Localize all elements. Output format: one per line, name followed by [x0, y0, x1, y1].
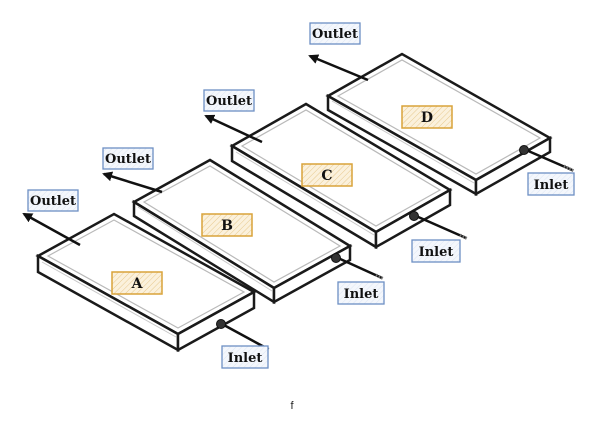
unit-b: B Outlet Inlet	[102, 147, 385, 305]
unit-b-outlet-label: Outlet	[102, 147, 154, 170]
unit-c-tag: C	[301, 163, 353, 187]
unit-c: C Outlet Inlet	[203, 89, 469, 263]
unit-d-inlet-label: Inlet	[527, 172, 575, 196]
unit-a-outlet-label: Outlet	[27, 189, 79, 212]
svg-text:Inlet: Inlet	[419, 245, 454, 260]
svg-text:Outlet: Outlet	[105, 152, 151, 167]
unit-a-tag: A	[111, 271, 163, 295]
footer-mark: f	[290, 400, 294, 412]
svg-text:Inlet: Inlet	[228, 351, 263, 366]
unit-a-inlet-pipe-icon	[216, 319, 271, 352]
unit-d-inlet-pipe-icon	[519, 145, 575, 173]
unit-b-inlet-label: Inlet	[337, 281, 385, 305]
svg-text:Inlet: Inlet	[344, 287, 379, 302]
unit-d: D Outlet Inlet	[308, 22, 575, 197]
unit-d-tag: D	[401, 105, 453, 129]
unit-c-letter: C	[321, 168, 332, 184]
unit-c-outlet-arrow-icon	[204, 114, 263, 144]
svg-text:Inlet: Inlet	[534, 178, 569, 193]
unit-d-outlet-arrow-icon	[308, 54, 369, 82]
unit-a: A Outlet Inlet	[22, 189, 271, 369]
unit-d-letter: D	[421, 110, 433, 126]
unit-a-outlet-arrow-icon	[22, 212, 81, 247]
svg-text:Outlet: Outlet	[30, 194, 76, 209]
unit-c-inlet-pipe-icon	[409, 211, 469, 241]
unit-a-letter: A	[131, 276, 144, 292]
unit-c-inlet-label: Inlet	[411, 239, 461, 263]
unit-b-tag: B	[201, 213, 253, 237]
unit-a-inlet-label: Inlet	[221, 345, 269, 369]
unit-b-outlet-arrow-icon	[102, 171, 163, 194]
svg-text:Outlet: Outlet	[206, 94, 252, 109]
svg-text:Outlet: Outlet	[312, 27, 358, 42]
unit-d-outlet-label: Outlet	[309, 22, 361, 45]
unit-b-inlet-pipe-icon	[331, 253, 385, 281]
unit-b-letter: B	[221, 218, 233, 234]
unit-c-outlet-label: Outlet	[203, 89, 255, 112]
